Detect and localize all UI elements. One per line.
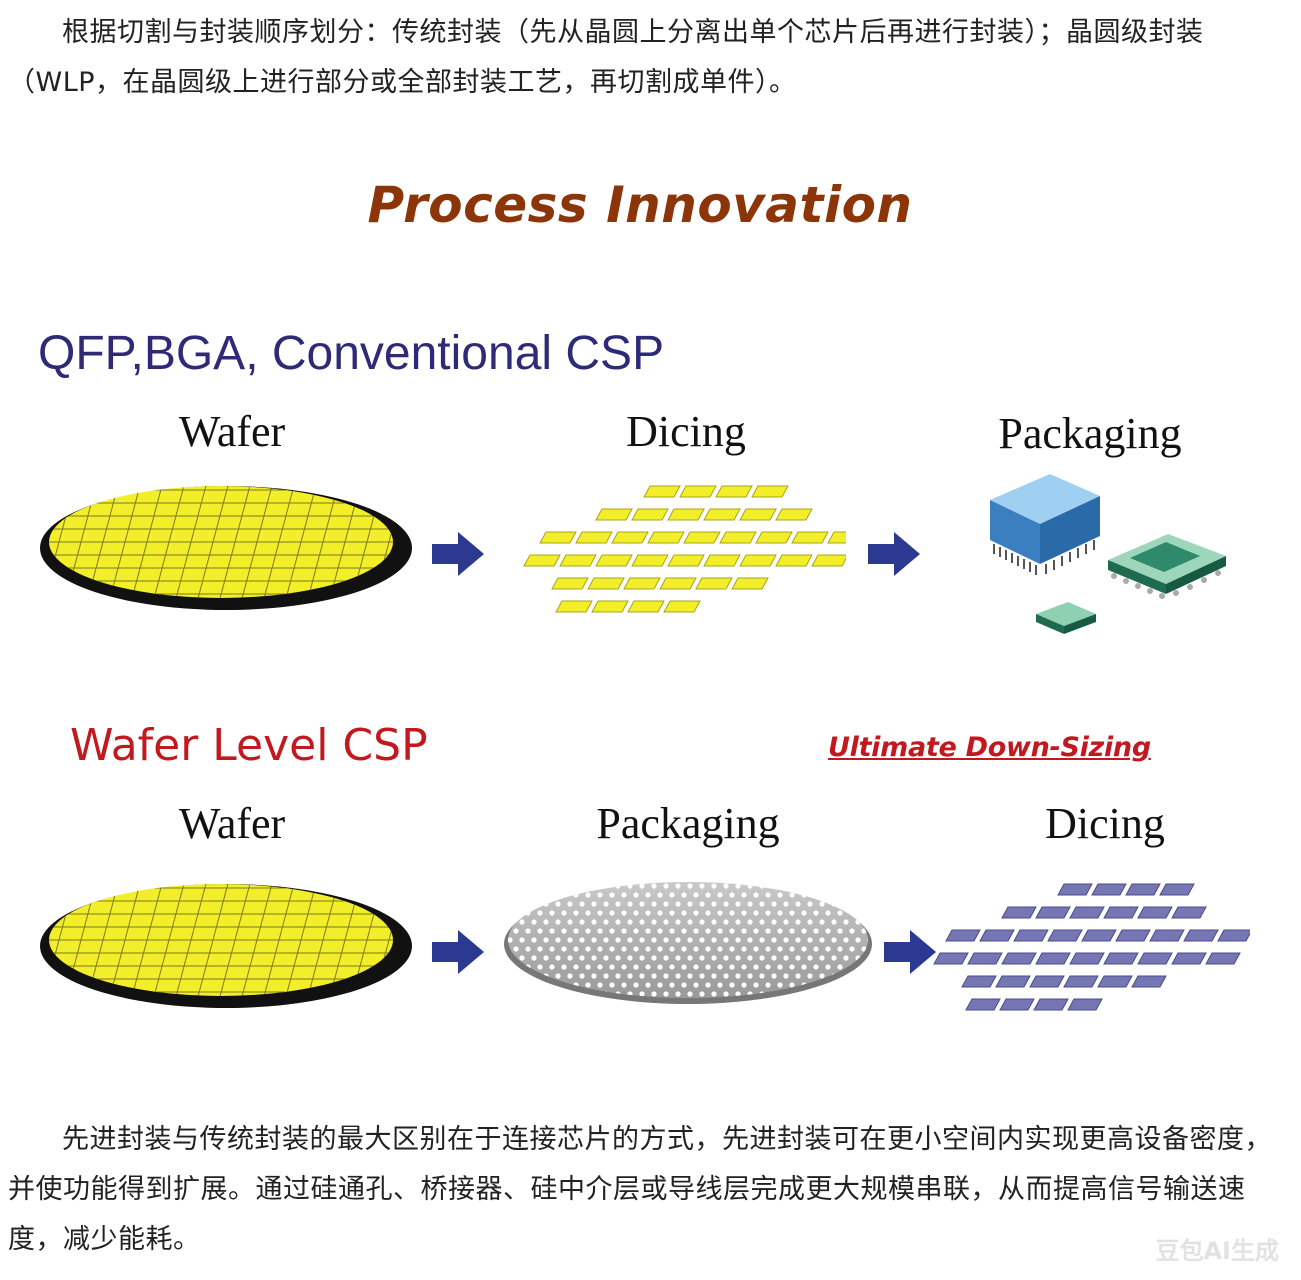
figure-title: Process Innovation (367, 176, 913, 234)
conventional-step-wafer: Wafer (178, 407, 286, 456)
diced-chips-icon (523, 485, 846, 613)
intro-paragraph: 根据切割与封装顺序划分：传统封装（先从晶圆上分离出单个芯片后再进行封装）；晶圆级… (8, 17, 1204, 98)
wlcsp-step-dicing: Dicing (1045, 799, 1165, 848)
diced-chips-icon (933, 883, 1250, 1011)
arrow-right-icon (868, 532, 920, 576)
wafer-level-heading: Wafer Level CSP (70, 720, 428, 771)
conventional-step-dicing: Dicing (626, 407, 746, 456)
bumped-wafer-icon (504, 882, 872, 1004)
summary-paragraph: 先进封装与传统封装的最大区别在于连接芯片的方式，先进封装可在更小空间内实现更高设… (8, 1124, 1272, 1255)
wlcsp-step-wafer: Wafer (178, 799, 286, 848)
wafer-icon (40, 884, 412, 1008)
conventional-heading: QFP,BGA, Conventional CSP (38, 327, 665, 380)
arrow-right-icon (432, 532, 484, 576)
ultimate-down-sizing-note: Ultimate Down-Sizing (828, 732, 1151, 763)
packaged-chips-icon (990, 474, 1226, 634)
arrow-right-icon (432, 930, 484, 974)
arrow-right-icon (884, 930, 936, 974)
wlcsp-step-packaging: Packaging (596, 799, 780, 848)
conventional-step-packaging: Packaging (998, 409, 1182, 458)
wafer-icon (40, 486, 412, 610)
watermark: 豆包AI生成 (1155, 1237, 1279, 1265)
